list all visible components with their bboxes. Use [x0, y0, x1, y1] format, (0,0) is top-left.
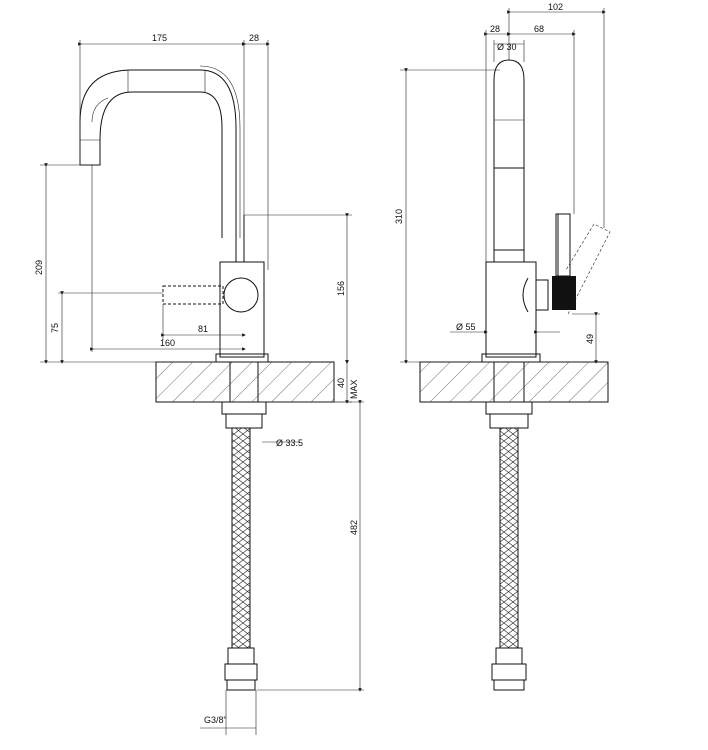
side-deck: [419, 361, 609, 403]
dim-handle-height: 75: [50, 323, 60, 333]
side-handle-lever: [565, 223, 611, 315]
front-spout: [79, 69, 237, 238]
dim-thread-diameter: Ø 33.5: [276, 438, 303, 448]
dim-overall-depth: 102: [548, 2, 563, 12]
side-spout: [493, 59, 525, 262]
dim-body-offset-side: 28: [490, 24, 500, 34]
dim-handle-reach: 81: [198, 324, 208, 334]
front-handle-lever: [162, 285, 224, 305]
dim-spout-diameter: Ø 30: [497, 42, 517, 52]
dim-body-height: 156: [336, 281, 346, 296]
dim-body-diameter: Ø 55: [456, 322, 476, 332]
dim-body-offset-front: 28: [249, 33, 259, 43]
front-body: [219, 261, 265, 358]
dim-handle-base-height: 49: [585, 334, 595, 344]
dim-deck-thickness: 40: [336, 378, 346, 388]
side-view: 102 28 68 Ø 30 310 Ø 55 49: [394, 2, 611, 691]
dim-hose-length: 482: [349, 520, 359, 535]
front-view: 175 28 209 75 81 160 156 40 MAX Ø 33.5 4…: [34, 33, 364, 735]
side-handle-knurl: [552, 276, 576, 310]
dim-handle-offset: 68: [534, 24, 544, 34]
side-body: [485, 261, 537, 358]
dim-connection: G3/8": [204, 715, 227, 725]
front-hose: [231, 427, 251, 649]
front-handle-knob: [223, 277, 259, 313]
dim-spout-height: 209: [34, 260, 44, 275]
dim-overall-height: 310: [394, 209, 404, 224]
side-hose: [499, 427, 519, 649]
dim-spout-reach: 175: [152, 33, 167, 43]
dim-deck-max: MAX: [349, 379, 359, 399]
dim-base-to-spout: 160: [160, 338, 175, 348]
front-deck: [155, 361, 335, 403]
